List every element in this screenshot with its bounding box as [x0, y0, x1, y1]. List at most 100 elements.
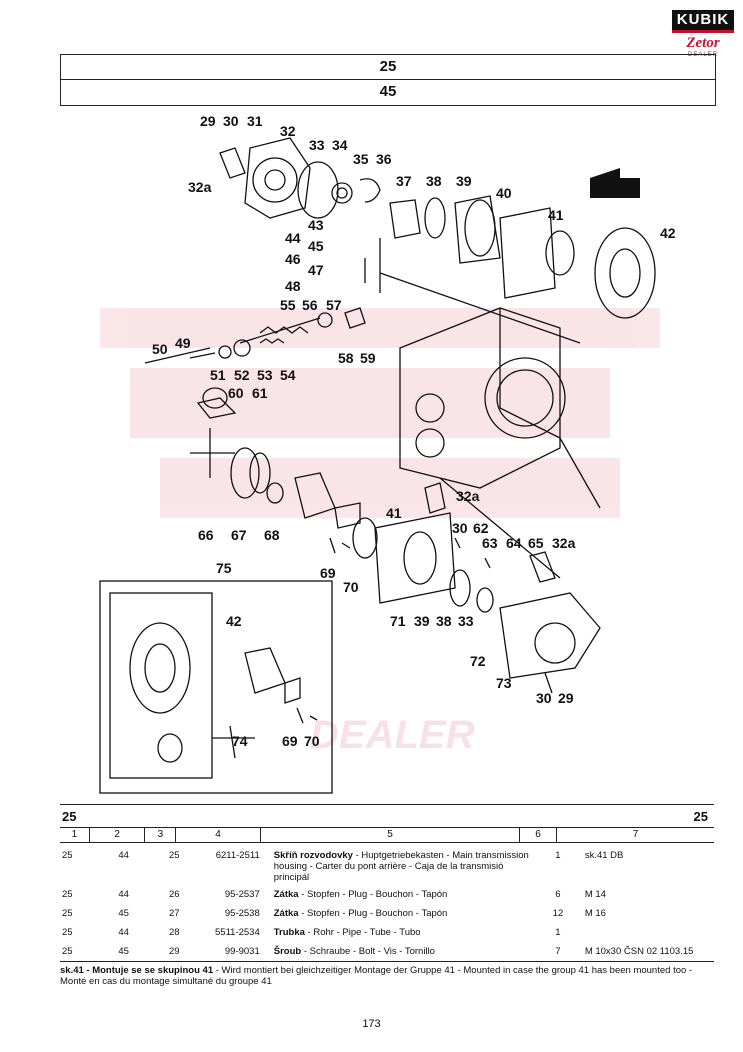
- part-name: Šroub: [273, 946, 302, 957]
- footnote: sk.41 - Montuje se se skupinou 41 - Wird…: [60, 961, 714, 987]
- label-34: 34: [332, 137, 348, 153]
- table-row: 25 45 27 95-2538 Zátka - Stopfen - Plug …: [60, 908, 714, 919]
- cell-position: 25: [169, 850, 180, 861]
- cell-part-number: 5511-2534: [215, 927, 260, 938]
- label-29: 29: [200, 113, 216, 129]
- label-63: 63: [482, 535, 498, 551]
- part-name: Zátka: [273, 889, 299, 900]
- label-31: 31: [247, 113, 263, 129]
- cell-description: Trubka - Rohr - Pipe - Tube - Tubo: [266, 927, 537, 938]
- label-49: 49: [175, 335, 191, 351]
- table-row: 25 44 26 95-2537 Zátka - Stopfen - Plug …: [60, 889, 714, 900]
- label-35: 35: [353, 151, 369, 167]
- label-32a-right: 32a: [552, 535, 576, 551]
- group-header-line1: 25: [61, 55, 715, 80]
- cell-position: 26: [169, 889, 180, 900]
- cell-group: 25: [62, 946, 73, 957]
- cell-description: Zátka - Stopfen - Plug - Bouchon - Tapón: [266, 908, 537, 919]
- label-30: 30: [223, 113, 239, 129]
- group-left: 25: [62, 809, 77, 824]
- group-header-line2: 45: [379, 83, 397, 100]
- watermark-text: DEALER: [310, 713, 475, 757]
- label-73: 73: [496, 675, 512, 691]
- table-row: 25 45 29 99-9031 Šroub - Schraube - Bolt…: [60, 946, 714, 957]
- label-42: 42: [660, 225, 676, 241]
- footnote-bold: sk.41 - Montuje se se skupinou 41: [60, 965, 214, 976]
- part-desc: - Stopfen - Plug - Bouchon - Tapón: [298, 889, 448, 900]
- label-47: 47: [308, 262, 324, 278]
- part-desc: - Stopfen - Plug - Bouchon - Tapón: [298, 908, 448, 919]
- label-46: 46: [285, 251, 301, 267]
- part-name: Trubka: [273, 927, 305, 938]
- cell-quantity: 1: [555, 927, 561, 938]
- col-4: 4: [176, 828, 261, 842]
- label-32: 32: [280, 123, 296, 139]
- label-74: 74: [232, 733, 248, 749]
- logo-sub: DEALER: [687, 52, 718, 58]
- cell-position: 29: [169, 946, 180, 957]
- label-51: 51: [210, 367, 226, 383]
- col-6: 6: [520, 828, 557, 842]
- footnote-text: - Wird montiert bei gleichzeitiger Monta…: [60, 965, 693, 987]
- cell-quantity: 6: [555, 889, 561, 900]
- col-3: 3: [145, 828, 177, 842]
- label-42-inset: 42: [226, 613, 242, 629]
- page-number: 173: [362, 1018, 381, 1030]
- part-desc: - Rohr - Pipe - Tube - Tubo: [304, 927, 421, 938]
- cell-group: 25: [62, 850, 73, 861]
- label-50: 50: [152, 341, 168, 357]
- label-54: 54: [280, 367, 296, 383]
- label-75: 75: [216, 560, 232, 576]
- label-61: 61: [252, 385, 268, 401]
- cell-part-number: 95-2537: [224, 889, 260, 900]
- label-43: 43: [308, 217, 324, 233]
- label-32a: 32a: [188, 179, 212, 195]
- group-header: 25 45: [60, 54, 716, 106]
- cell-subgroup: 44: [118, 850, 129, 861]
- cell-group: 25: [62, 908, 73, 919]
- cell-position: 27: [169, 908, 180, 919]
- label-40: 40: [496, 185, 512, 201]
- cell-subgroup: 44: [118, 889, 129, 900]
- label-52: 52: [234, 367, 250, 383]
- label-33-lower: 33: [458, 613, 474, 629]
- cell-quantity: 7: [555, 946, 561, 957]
- cell-part-number: 95-2538: [224, 908, 260, 919]
- label-30-lower: 30: [452, 520, 468, 536]
- col-2: 2: [90, 828, 146, 842]
- cell-note: [579, 927, 714, 938]
- cell-subgroup: 45: [118, 908, 129, 919]
- col-1: 1: [60, 828, 90, 842]
- label-68: 68: [264, 527, 280, 543]
- label-66: 66: [198, 527, 214, 543]
- label-60: 60: [228, 385, 244, 401]
- cell-subgroup: 45: [118, 946, 129, 957]
- cell-quantity: 12: [552, 908, 564, 919]
- label-55: 55: [280, 297, 296, 313]
- label-29-bottom: 29: [558, 690, 574, 706]
- label-32a-mid: 32a: [456, 488, 480, 504]
- label-69-inset: 69: [282, 733, 298, 749]
- label-41-lower: 41: [386, 505, 402, 521]
- cell-note: M 16: [584, 908, 606, 919]
- logo-brand: KUBIK: [672, 10, 734, 33]
- col-5: 5: [261, 828, 521, 842]
- label-70: 70: [343, 579, 359, 595]
- kubik-zetor-logo: KUBIK Zetor DEALER: [672, 10, 734, 62]
- cell-subgroup: 44: [118, 927, 129, 938]
- cell-description: Zátka - Stopfen - Plug - Bouchon - Tapón: [266, 889, 537, 900]
- label-72: 72: [470, 653, 486, 669]
- label-39: 39: [456, 173, 472, 189]
- group-right: 25: [693, 809, 708, 824]
- label-58: 58: [338, 350, 354, 366]
- cell-part-number: 6211-2511: [215, 850, 260, 861]
- label-36: 36: [376, 151, 392, 167]
- table-row: 25 44 25 6211-2511 Skříň rozvodovky - Hu…: [60, 850, 714, 883]
- label-38-lower: 38: [436, 613, 452, 629]
- cell-description: Skříň rozvodovky - Huptgetriebekasten - …: [266, 850, 537, 883]
- label-48: 48: [285, 278, 301, 294]
- table-row: 25 44 28 5511-2534 Trubka - Rohr - Pipe …: [60, 927, 714, 938]
- cell-note: M 10x30 ČSN 02 1103.15: [584, 946, 694, 957]
- label-53: 53: [257, 367, 273, 383]
- part-name: Zátka: [273, 908, 299, 919]
